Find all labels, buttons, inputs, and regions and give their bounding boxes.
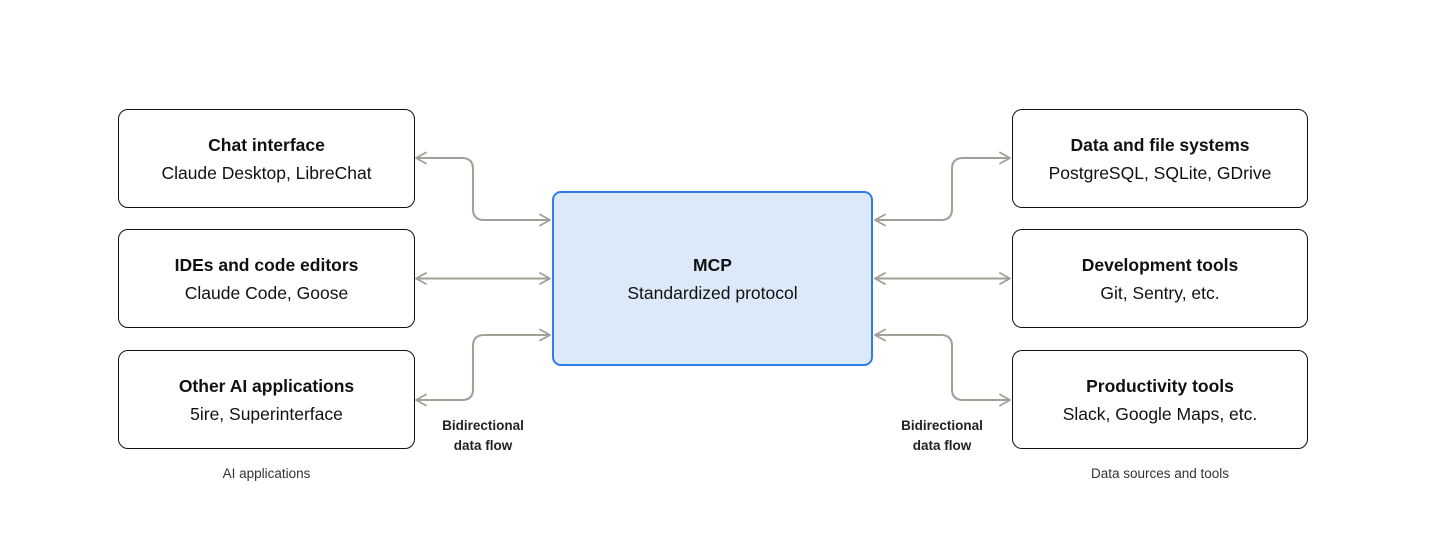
node-data-file-systems: Data and file systems PostgreSQL, SQLite… bbox=[1012, 109, 1308, 208]
node-subtitle: Slack, Google Maps, etc. bbox=[1062, 403, 1258, 424]
left-column-caption: AI applications bbox=[222, 466, 311, 481]
node-subtitle: 5ire, Superinterface bbox=[190, 403, 343, 424]
connector-mcp-data-file-systems bbox=[874, 151, 1011, 227]
connector-other-ai-mcp bbox=[415, 328, 551, 407]
node-subtitle: Standardized protocol bbox=[627, 282, 798, 303]
node-title: Productivity tools bbox=[1086, 375, 1234, 396]
bidirectional-data-flow-label-left: Bidirectional data flow bbox=[442, 418, 524, 453]
node-subtitle: Git, Sentry, etc. bbox=[1100, 282, 1220, 303]
node-title: Other AI applications bbox=[178, 375, 355, 396]
node-title: Development tools bbox=[1081, 254, 1239, 275]
node-chat-interface: Chat interface Claude Desktop, LibreChat bbox=[118, 109, 415, 208]
node-title: IDEs and code editors bbox=[174, 254, 359, 275]
node-development-tools: Development tools Git, Sentry, etc. bbox=[1012, 229, 1308, 328]
node-title: MCP bbox=[693, 254, 732, 275]
right-column-caption: Data sources and tools bbox=[1090, 466, 1230, 481]
node-mcp: MCP Standardized protocol bbox=[552, 191, 873, 366]
connector-chat-interface-mcp bbox=[415, 151, 551, 227]
node-other-ai-applications: Other AI applications 5ire, Superinterfa… bbox=[118, 350, 415, 449]
node-title: Data and file systems bbox=[1070, 134, 1250, 155]
node-subtitle: Claude Code, Goose bbox=[184, 282, 349, 303]
connector-mcp-productivity-tools bbox=[874, 328, 1011, 407]
bidirectional-data-flow-label-right: Bidirectional data flow bbox=[901, 418, 983, 453]
node-productivity-tools: Productivity tools Slack, Google Maps, e… bbox=[1012, 350, 1308, 449]
node-subtitle: Claude Desktop, LibreChat bbox=[161, 162, 372, 183]
node-ides-code-editors: IDEs and code editors Claude Code, Goose bbox=[118, 229, 415, 328]
node-subtitle: PostgreSQL, SQLite, GDrive bbox=[1048, 162, 1272, 183]
node-title: Chat interface bbox=[208, 134, 325, 155]
